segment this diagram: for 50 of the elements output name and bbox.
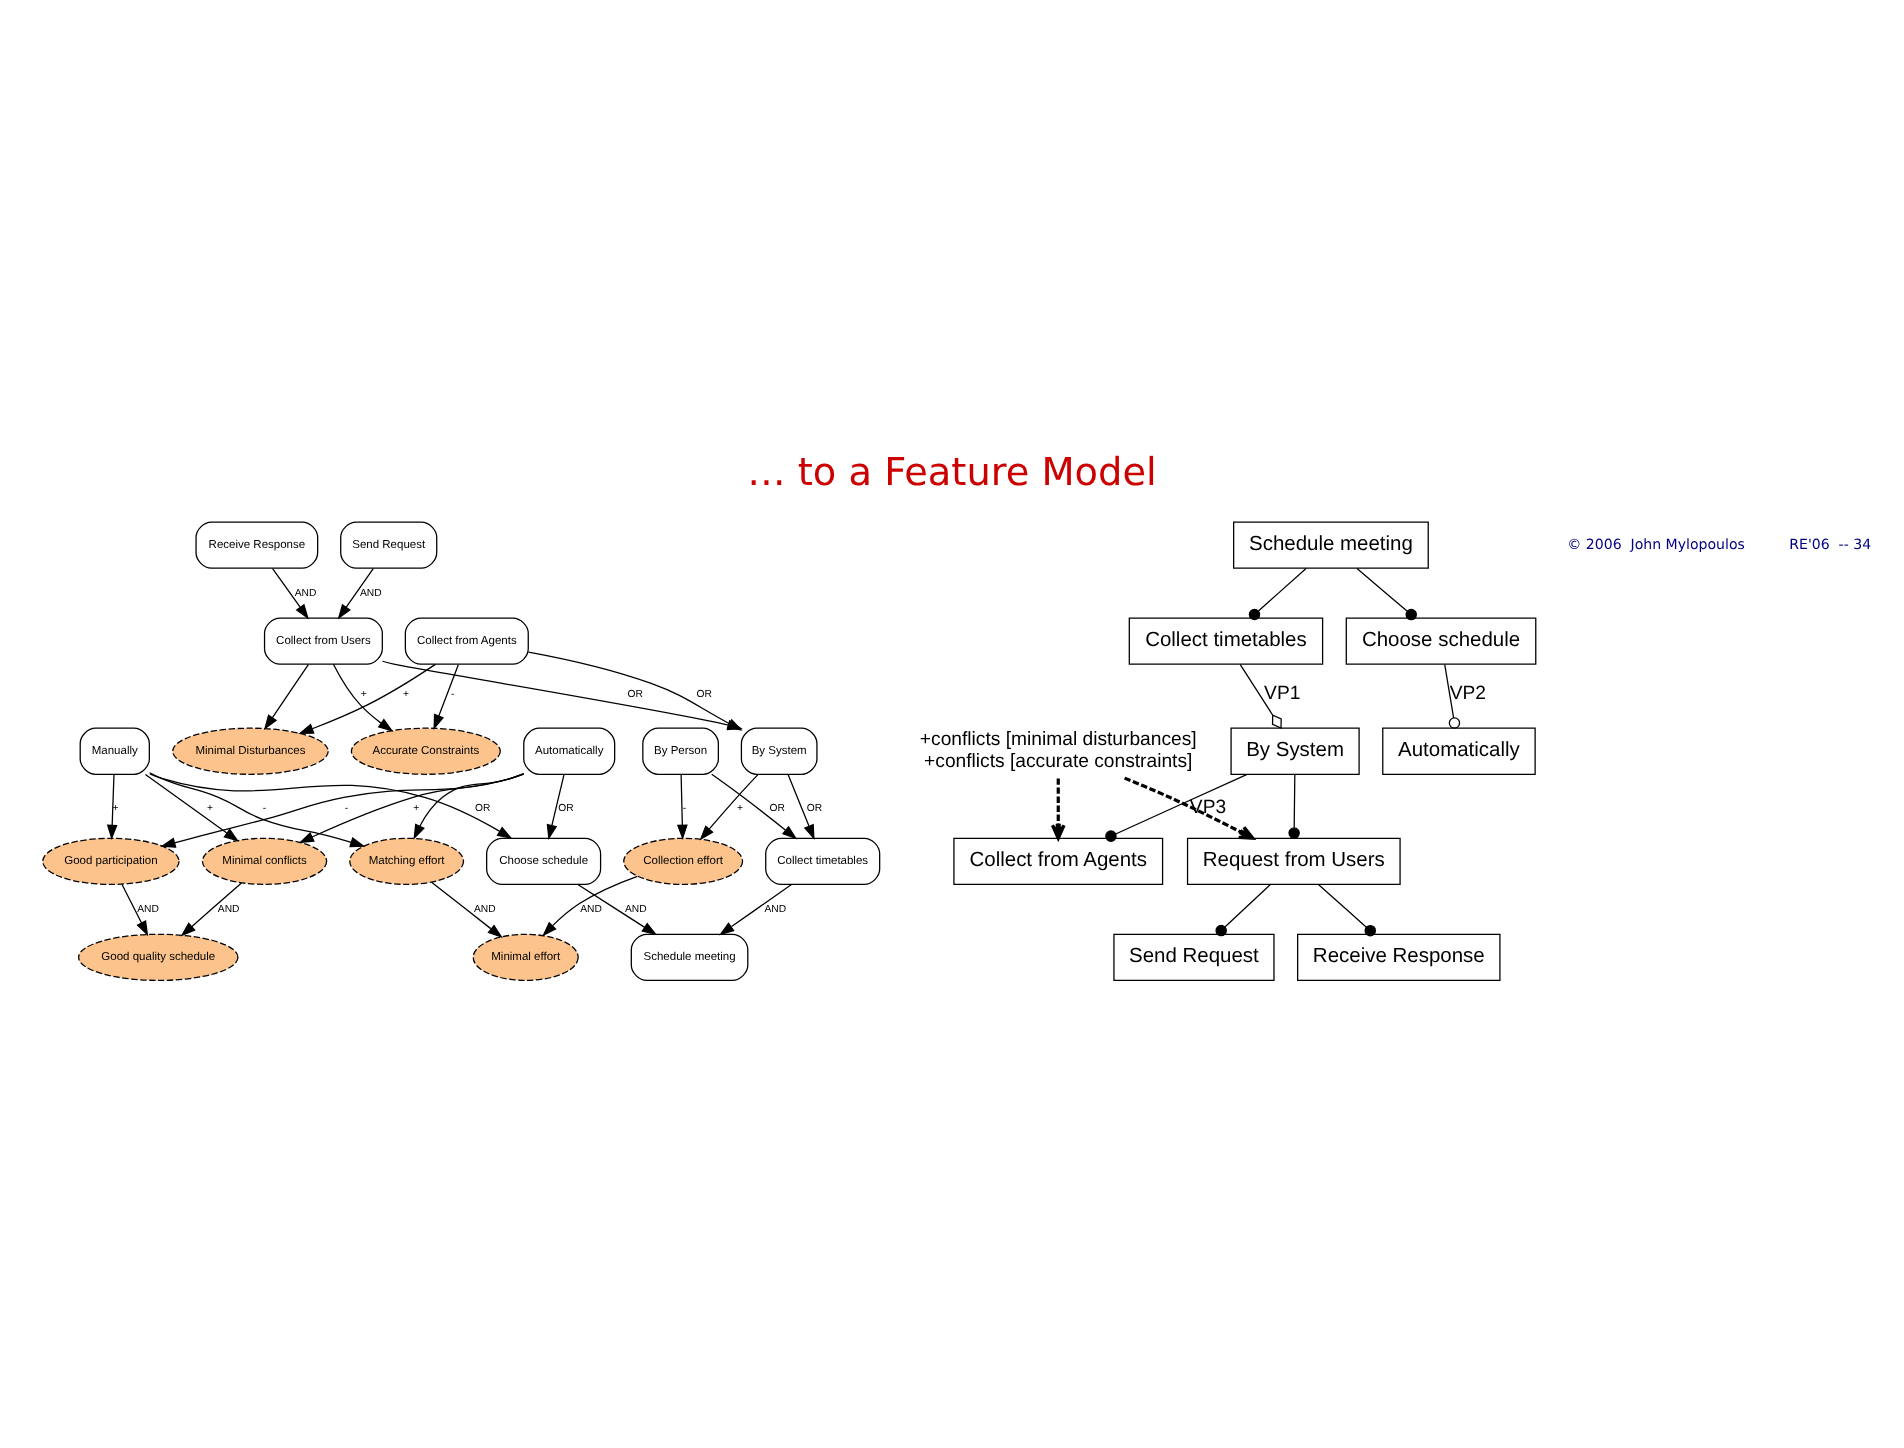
arrow — [298, 662, 436, 733]
arrow — [719, 882, 793, 935]
connector — [1248, 566, 1307, 620]
edge-label: VP3 — [1189, 795, 1227, 818]
node-box: Receive Response — [1297, 932, 1501, 981]
arrow — [546, 773, 565, 840]
arrow — [527, 650, 743, 730]
connector — [1356, 566, 1417, 620]
arrow — [337, 566, 374, 619]
connector — [1318, 883, 1377, 936]
node-box: Collect from Agents — [953, 836, 1164, 884]
node-box: Schedule meeting — [1233, 520, 1429, 568]
connector — [1288, 773, 1300, 838]
connector — [1444, 663, 1461, 728]
arrow — [121, 882, 149, 936]
arrow — [298, 772, 525, 843]
arrow — [699, 773, 759, 840]
arrow — [106, 773, 118, 840]
arrow — [272, 566, 309, 619]
arrow — [542, 874, 638, 936]
node-box: Automatically — [1382, 726, 1536, 774]
arrow — [413, 771, 525, 839]
node-text: +conflicts [minimal disturbances] +conflicts [accurate constraints] — [919, 727, 1197, 772]
node-box: Choose schedule — [1345, 616, 1537, 664]
connector — [1105, 772, 1248, 841]
arrow — [180, 881, 243, 936]
edge-label: VP1 — [1264, 681, 1301, 704]
node-box: Collect timetables — [1128, 616, 1324, 664]
arrow — [1124, 775, 1255, 839]
edge-label: VP2 — [1449, 681, 1487, 704]
connector — [1239, 663, 1282, 729]
arrow — [1050, 777, 1066, 839]
arrow — [431, 880, 503, 938]
arrow — [787, 773, 815, 839]
node-box: Request from Users — [1186, 836, 1401, 884]
arrow — [577, 882, 658, 935]
arrow — [676, 773, 688, 840]
arrow — [144, 772, 239, 841]
arrow — [149, 771, 366, 847]
node-box: Send Request — [1113, 932, 1275, 981]
arrow — [433, 663, 459, 729]
connector — [1215, 883, 1271, 936]
arrow — [149, 772, 513, 838]
arrow — [711, 772, 798, 839]
arrow — [381, 659, 743, 730]
arrow — [264, 663, 309, 730]
node-box: By System — [1230, 726, 1360, 774]
arrow — [332, 662, 394, 731]
arrow — [160, 772, 525, 847]
diagram-title: … to a Feature Model — [747, 447, 1157, 494]
